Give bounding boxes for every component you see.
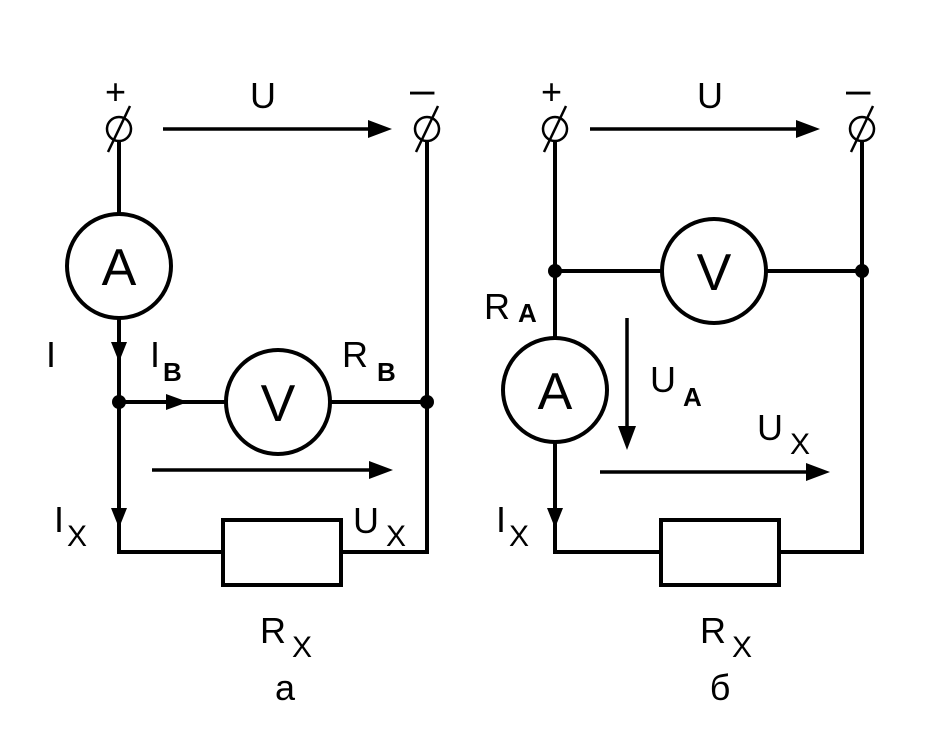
a-voltage-x-arrow <box>152 461 393 479</box>
a-current-branch-sub: B <box>163 357 182 387</box>
b-resistor-label: R <box>700 610 726 651</box>
a-voltage-x-label: U <box>353 500 379 541</box>
b-voltmeter-label: V <box>697 244 732 302</box>
a-current-x-label: I <box>54 499 64 540</box>
b-voltage-x-sub: X <box>790 428 810 461</box>
b-voltage-x-arrow <box>600 463 830 481</box>
a-ammeter-label: A <box>102 239 137 297</box>
a-current-branch-label: I <box>150 334 160 375</box>
a-current-arrow-i <box>111 342 127 362</box>
a-voltage-arrow <box>163 120 392 138</box>
a-resistor <box>221 518 343 587</box>
a-minus-terminal <box>413 105 441 153</box>
b-resistance-a-sub: A <box>518 298 537 328</box>
b-caption: б <box>710 667 731 708</box>
a-voltage-label: U <box>250 75 276 116</box>
a-resistor-label: R <box>260 610 286 651</box>
a-resistance-v-sub: B <box>377 357 396 387</box>
b-voltmeter: V <box>660 217 768 325</box>
a-junction-left <box>112 395 126 409</box>
b-voltage-label: U <box>697 75 723 116</box>
b-voltage-arrow <box>590 120 820 138</box>
a-current-total-label: I <box>46 334 56 375</box>
b-plus-terminal <box>541 105 569 153</box>
circuit-b: + – U V A <box>484 65 876 708</box>
b-minus-label: – <box>846 65 871 114</box>
a-caption: а <box>275 667 296 708</box>
b-plus-label: + <box>541 71 562 112</box>
b-ammeter-label: A <box>538 363 573 421</box>
b-voltage-a-arrow <box>618 318 636 450</box>
b-junction-right <box>855 264 869 278</box>
a-voltmeter-label: V <box>261 375 296 433</box>
a-voltmeter: V <box>224 348 332 456</box>
b-resistor-sub: X <box>732 631 752 664</box>
b-voltage-a-label: U <box>650 359 676 400</box>
a-plus-terminal <box>105 105 133 153</box>
a-voltage-x-sub: X <box>386 520 406 553</box>
a-current-arrow-ix <box>111 508 127 528</box>
b-current-x-sub: X <box>509 520 529 553</box>
b-current-arrow-ix <box>547 508 563 528</box>
a-resistor-sub: X <box>292 631 312 664</box>
b-minus-terminal <box>848 105 876 153</box>
a-plus-label: + <box>105 71 126 112</box>
a-current-x-sub: X <box>67 520 87 553</box>
b-ammeter: A <box>501 336 609 444</box>
b-resistance-a-label: R <box>484 286 510 327</box>
a-minus-label: – <box>410 65 435 114</box>
b-resistor <box>659 518 781 587</box>
a-ammeter: A <box>65 212 173 320</box>
circuit-a: + – U A V I <box>46 65 441 708</box>
a-resistance-v-label: R <box>342 334 368 375</box>
b-voltage-x-label: U <box>757 407 783 448</box>
a-junction-right <box>420 395 434 409</box>
b-voltage-a-sub: A <box>683 382 702 412</box>
b-junction-left <box>548 264 562 278</box>
b-current-x-label: I <box>496 499 506 540</box>
a-current-arrow-ib <box>166 394 188 410</box>
